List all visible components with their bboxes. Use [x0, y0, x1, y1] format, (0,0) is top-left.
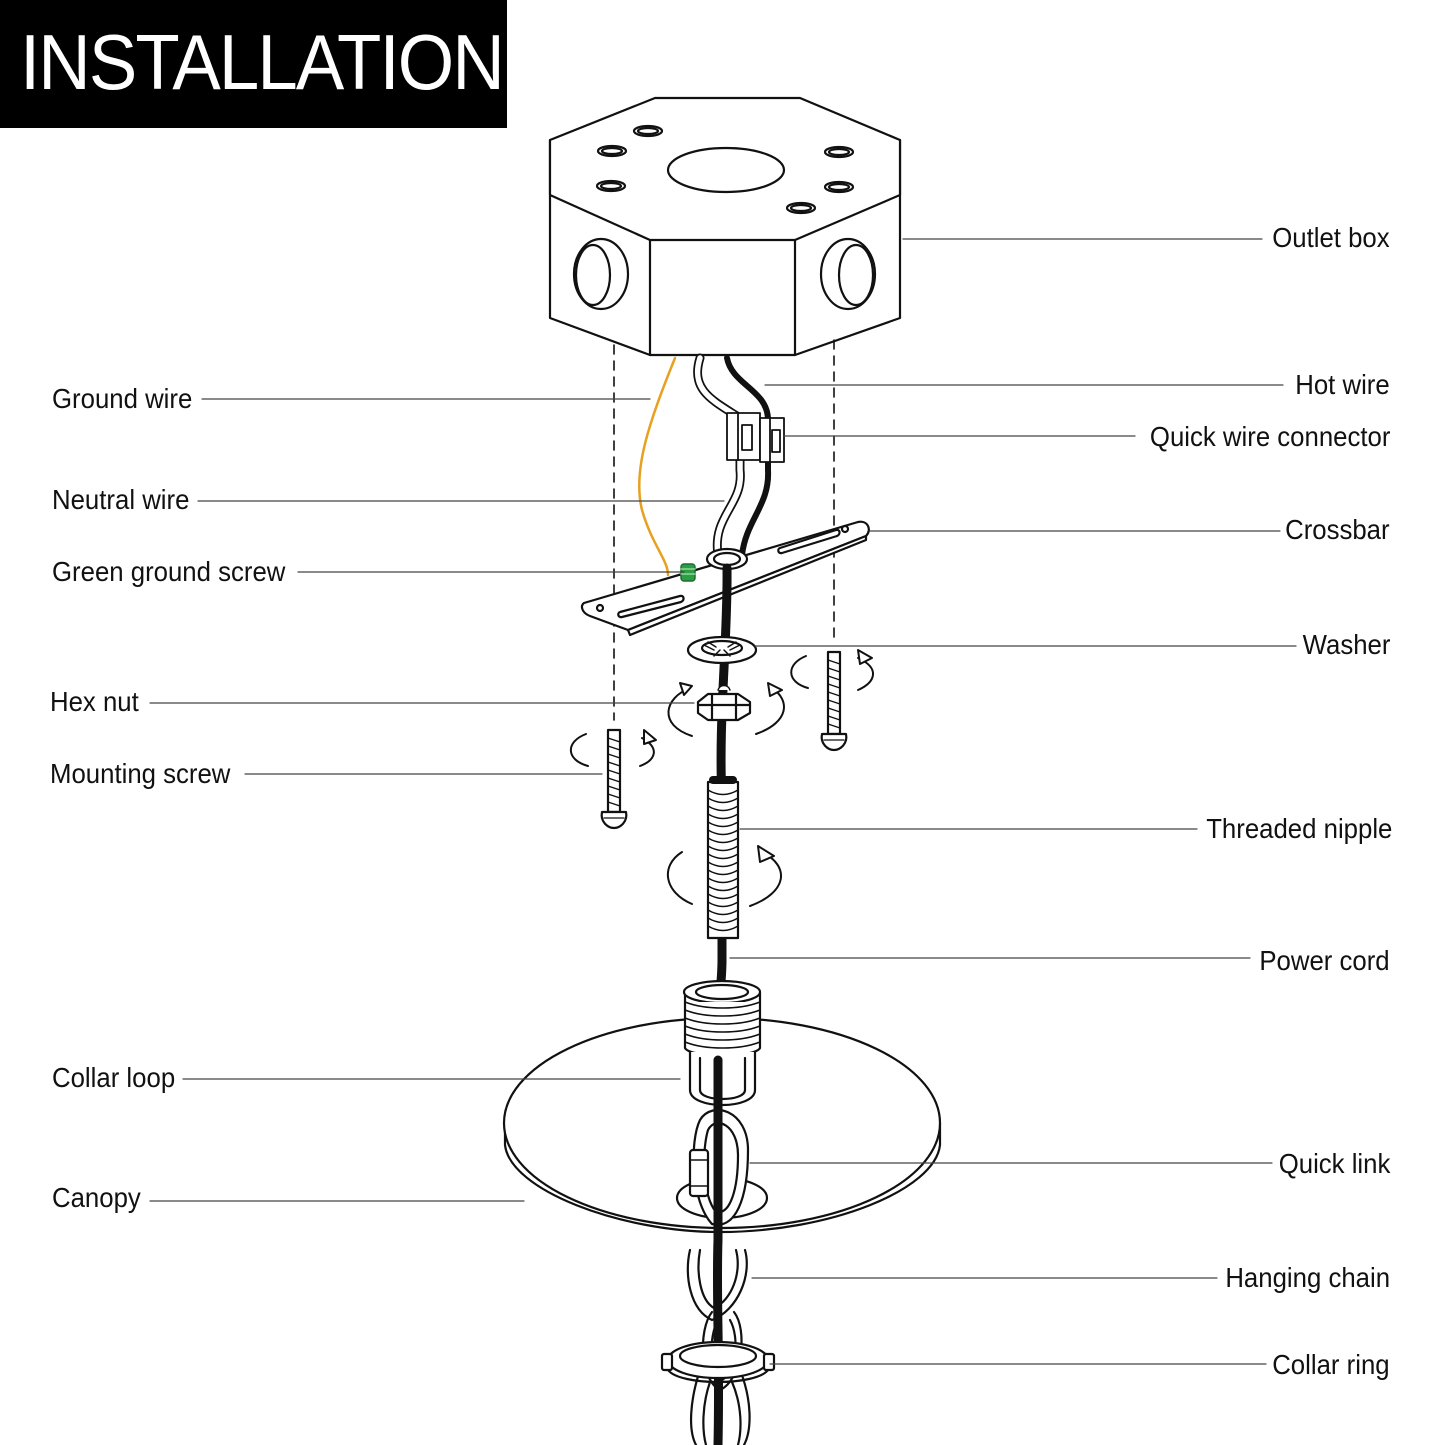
label-green-ground-screw: Green ground screw	[52, 556, 286, 587]
label-crossbar: Crossbar	[1285, 514, 1390, 545]
title-banner: INSTALLATION	[0, 0, 507, 128]
label-quick-link: Quick link	[1278, 1148, 1390, 1179]
outlet-box	[548, 96, 902, 357]
label-washer: Washer	[1302, 629, 1390, 660]
neutral-wire-drawing	[693, 353, 745, 560]
hex-nut-rotation-arrows	[667, 682, 785, 737]
power-cord-lower	[712, 1055, 724, 1445]
label-neutral-wire: Neutral wire	[52, 484, 190, 515]
label-outlet-box: Outlet box	[1272, 222, 1390, 253]
collar-ring-drawing	[660, 1340, 776, 1384]
mounting-screw-rotation-arrows	[569, 649, 874, 767]
label-mounting-screw: Mounting screw	[50, 758, 231, 789]
mounting-screw-left-drawing	[600, 728, 628, 830]
label-power-cord: Power cord	[1259, 945, 1390, 976]
leader-lines	[149, 238, 1297, 1365]
collar-loop-drawing	[682, 979, 762, 1106]
washer-drawing	[686, 635, 758, 665]
threaded-nipple-drawing	[706, 776, 740, 940]
alignment-guides	[613, 339, 835, 721]
label-collar-ring: Collar ring	[1272, 1349, 1390, 1380]
mounting-screw-right-drawing	[820, 650, 848, 752]
label-hex-nut: Hex nut	[50, 686, 139, 717]
quick-wire-connector-drawing	[726, 412, 785, 463]
label-canopy: Canopy	[52, 1182, 141, 1213]
label-hot-wire: Hot wire	[1295, 369, 1390, 400]
nipple-rotation-arrows	[666, 845, 782, 907]
label-ground-wire: Ground wire	[52, 383, 193, 414]
ground-wire-drawing	[638, 356, 677, 577]
green-ground-screw-drawing	[680, 563, 696, 582]
banner-title: INSTALLATION	[20, 18, 505, 106]
label-collar-loop: Collar loop	[52, 1062, 176, 1093]
hex-nut-drawing	[696, 684, 752, 722]
label-quick-wire-connector: Quick wire connector	[1149, 421, 1390, 452]
hanging-chain-drawing	[686, 1248, 751, 1445]
label-threaded-nipple: Threaded nipple	[1205, 813, 1392, 844]
label-hanging-chain: Hanging chain	[1225, 1262, 1390, 1293]
